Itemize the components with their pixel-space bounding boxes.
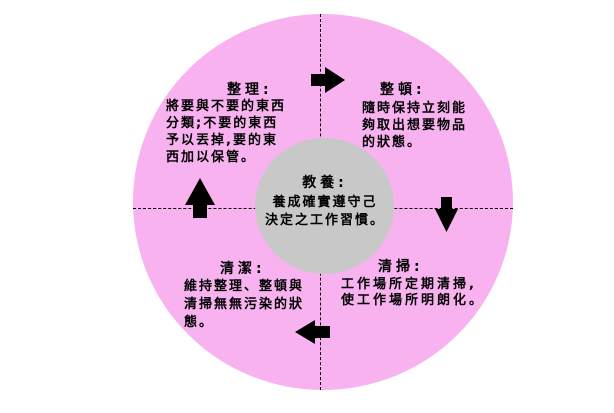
arrow-left-icon xyxy=(295,320,330,344)
text-line: 夠取出想要物品 xyxy=(362,118,468,133)
arrow-down-icon xyxy=(435,197,458,232)
center-shitsuke-heading: 教養: xyxy=(302,175,348,191)
text-line: 工作場所定期清掃, xyxy=(341,277,477,292)
text-line: 養成確實遵守己 xyxy=(272,195,378,210)
center-circle xyxy=(255,138,394,274)
quadrant-seiketsu-text: 維持整理、整頓與 清掃無無污染的狀 態。 xyxy=(184,278,304,332)
arrow-right-icon xyxy=(311,67,345,93)
text-line: 隨時保持立刻能 xyxy=(362,101,468,116)
text-line: 決定之工作習慣。 xyxy=(264,213,385,228)
arrow-up-icon xyxy=(185,178,215,218)
text-line: 維持整理、整頓與 xyxy=(184,279,305,294)
quadrant-seiton-text: 隨時保持立刻能 夠取出想要物品 的狀態。 xyxy=(362,100,467,151)
quadrant-seiri-text: 將要與不要的東西 分類;不要的東西 予以丟掉,要的東 西加以保管。 xyxy=(166,98,286,166)
text-line: 態。 xyxy=(184,315,215,330)
text-line: 使工作場所明朗化。 xyxy=(341,293,486,308)
text-line: 將要與不要的東西 xyxy=(166,99,287,114)
text-line: 予以丟掉,要的東 xyxy=(166,133,278,148)
quadrant-seiri-heading: 整理: xyxy=(227,82,273,98)
text-line: 清掃無無污染的狀 xyxy=(184,297,305,312)
text-line: 的狀態。 xyxy=(362,135,423,150)
quadrant-seiso-text: 工作場所定期清掃, 使工作場所明朗化。 xyxy=(341,277,485,309)
quadrant-seiso-heading: 清掃: xyxy=(378,259,424,275)
quadrant-seiton-heading: 整頓: xyxy=(380,82,426,98)
text-line: 分類;不要的東西 xyxy=(166,116,279,131)
center-shitsuke-text: 養成確實遵守己 決定之工作習慣。 xyxy=(247,194,403,230)
text-line: 西加以保管。 xyxy=(166,150,257,165)
quadrant-seiketsu-heading: 清潔: xyxy=(220,261,266,277)
